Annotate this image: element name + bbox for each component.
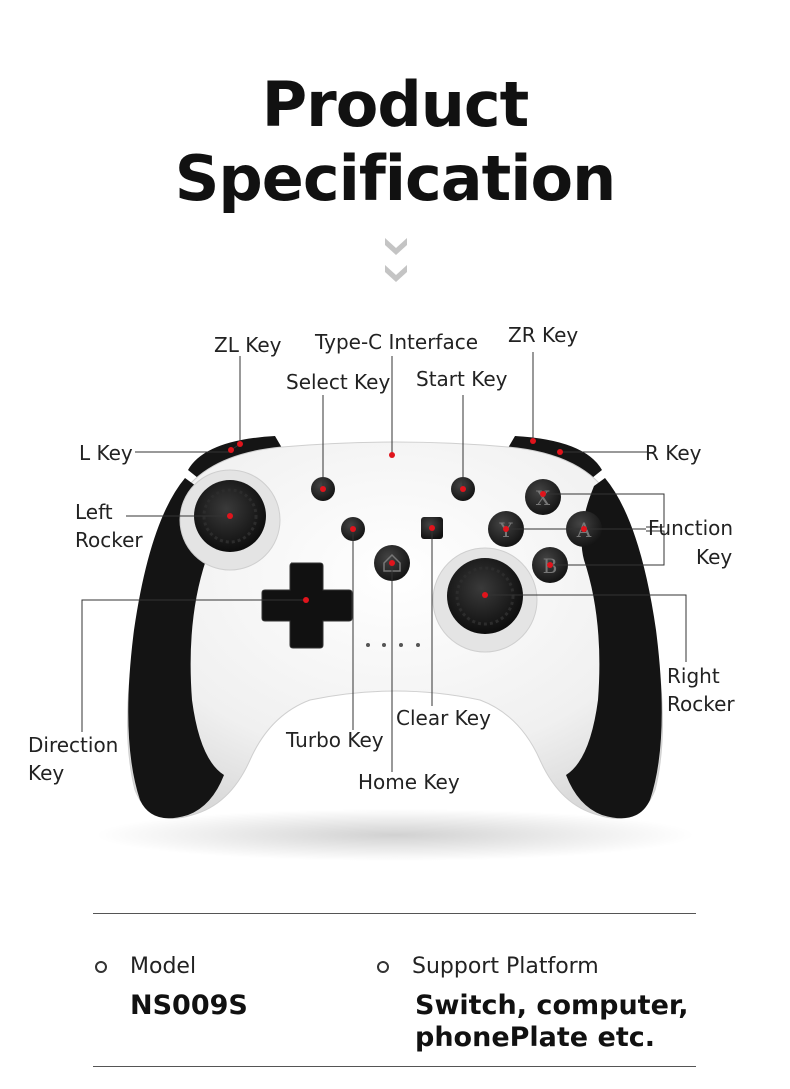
label-select-key: Select Key xyxy=(286,370,391,394)
label-left-rocker-line-2: Rocker xyxy=(75,528,143,552)
svg-text:X: X xyxy=(536,486,551,510)
bullet-icon xyxy=(377,961,389,973)
left-grip xyxy=(128,478,224,819)
spec-model-value: NS009S xyxy=(130,990,248,1021)
label-right-rocker-line-2: Rocker xyxy=(667,692,735,716)
right-grip xyxy=(566,478,662,819)
spec-model-label: Model xyxy=(130,954,197,979)
label-function-key-line-1: Function xyxy=(648,516,734,540)
label-left-rocker-line-1: Left xyxy=(75,500,113,524)
label-right-rocker-line-1: Right xyxy=(667,664,720,688)
player-led xyxy=(366,643,370,647)
marker-dots xyxy=(227,438,587,603)
divider-bottom xyxy=(93,1066,696,1067)
controller-diagram: X Y A B xyxy=(81,352,695,861)
d-pad xyxy=(261,562,353,649)
chevron-down-icon xyxy=(385,238,407,282)
leader-lines xyxy=(81,352,687,772)
label-type-c-interface: Type-C Interface xyxy=(315,330,479,354)
label-l-key: L Key xyxy=(79,441,133,465)
label-home-key: Home Key xyxy=(358,770,460,794)
controller-shadow xyxy=(95,809,695,861)
spec-platform-value-line-2: phonePlate etc. xyxy=(415,1022,655,1053)
divider-top xyxy=(93,913,696,914)
page-title-line-1: Product xyxy=(261,68,530,141)
label-turbo-key: Turbo Key xyxy=(286,728,384,752)
page-title-line-2: Specification xyxy=(174,142,617,215)
label-direction-key-line-2: Key xyxy=(28,761,65,785)
player-led xyxy=(416,643,420,647)
player-led xyxy=(382,643,386,647)
label-function-key-line-2: Key xyxy=(696,545,733,569)
label-zr-key: ZR Key xyxy=(508,323,579,347)
spec-platform-label: Support Platform xyxy=(412,954,599,979)
label-zl-key: ZL Key xyxy=(214,333,282,357)
bullet-icon xyxy=(95,961,107,973)
player-led xyxy=(399,643,403,647)
spec-platform-value-line-1: Switch, computer, xyxy=(415,990,689,1021)
label-clear-key: Clear Key xyxy=(396,706,491,730)
label-r-key: R Key xyxy=(645,441,702,465)
label-direction-key-line-1: Direction xyxy=(28,733,119,757)
label-start-key: Start Key xyxy=(416,367,508,391)
